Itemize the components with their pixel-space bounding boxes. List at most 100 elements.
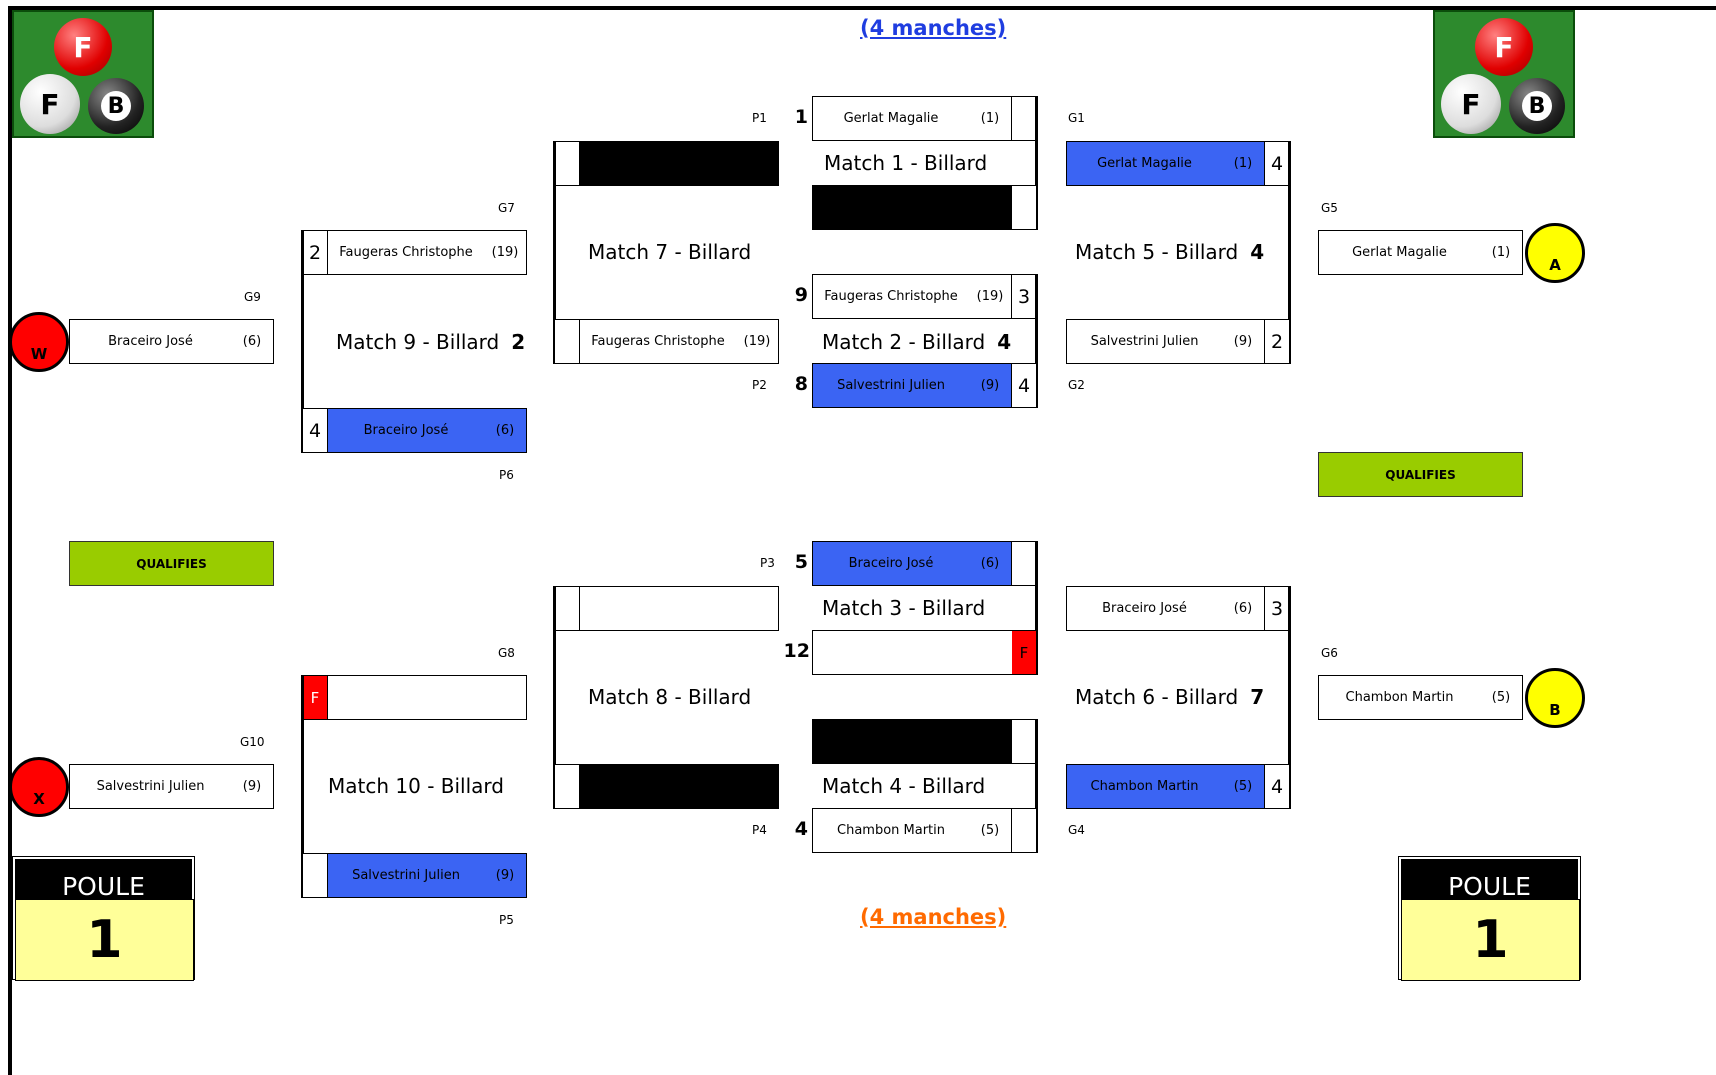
- player-seed: (5): [1222, 765, 1264, 808]
- m4-bracket-right: [1035, 719, 1038, 853]
- code-p4: P4: [752, 823, 767, 837]
- player-name: Salvestrini Julien: [96, 779, 205, 794]
- m10-player1[interactable]: F: [302, 675, 527, 720]
- empty-slot: [328, 676, 526, 719]
- player-name: Chambon Martin: [1345, 690, 1454, 705]
- score-cell: [555, 142, 580, 185]
- m1-label: Match 1 - Billard: [824, 151, 988, 175]
- m4-player1[interactable]: [812, 719, 1037, 764]
- code-g9: G9: [244, 290, 261, 304]
- score-cell: 4: [1264, 765, 1289, 808]
- code-p6: P6: [499, 468, 514, 482]
- marker-w: W: [9, 312, 69, 372]
- m7-player1[interactable]: [554, 141, 779, 186]
- player-seed: (19): [491, 245, 519, 260]
- poule-number: 1: [1401, 899, 1580, 981]
- player-seed: (1): [980, 111, 1000, 126]
- m5-player2[interactable]: Salvestrini Julien (9) 2: [1066, 319, 1290, 364]
- m2-p1-position: 9: [794, 284, 808, 306]
- player-seed: (5): [980, 823, 1000, 838]
- empty-slot: [813, 720, 1012, 763]
- m3-label: Match 3 - Billard: [822, 596, 986, 620]
- m6-bracket-right: [1288, 586, 1291, 809]
- empty-slot: [813, 631, 1012, 674]
- m10-label: Match 10 - Billard: [328, 774, 504, 798]
- result-g9[interactable]: Braceiro José (6): [69, 319, 274, 364]
- score-cell: 3: [1011, 275, 1036, 318]
- code-p5: P5: [499, 913, 514, 927]
- code-g4: G4: [1068, 823, 1085, 837]
- black-ball-icon: B: [88, 78, 144, 134]
- player-seed: (19): [976, 289, 1004, 304]
- poule-number: 1: [15, 899, 194, 981]
- m5-player1[interactable]: Gerlat Magalie (1) 4: [1066, 141, 1290, 186]
- manches-bottom[interactable]: (4 manches): [860, 905, 1007, 929]
- m1-p1-position: 1: [794, 106, 808, 128]
- black-ball-icon: B: [1509, 78, 1565, 134]
- m2-p2-position: 8: [794, 373, 808, 395]
- m10-player2[interactable]: Salvestrini Julien (9): [302, 853, 527, 898]
- code-g6: G6: [1321, 646, 1338, 660]
- m3-player2[interactable]: F: [812, 630, 1037, 675]
- result-g5[interactable]: Gerlat Magalie (1): [1318, 230, 1523, 275]
- result-g10[interactable]: Salvestrini Julien (9): [69, 764, 274, 809]
- m5-label: Match 5 - Billard 4: [1075, 240, 1264, 264]
- m3-bracket-right: [1035, 541, 1038, 675]
- empty-slot: [580, 142, 778, 185]
- score-cell: [303, 854, 328, 897]
- score-cell: [1012, 186, 1036, 229]
- poule-box-right: POULE 1: [1398, 856, 1581, 981]
- m4-player2[interactable]: Chambon Martin (5): [812, 808, 1037, 853]
- score-cell: 2: [303, 231, 328, 274]
- m6-player2[interactable]: Chambon Martin (5) 4: [1066, 764, 1290, 809]
- match-label: Match 6 - Billard: [1075, 685, 1239, 709]
- ffb-logo-right: F F B: [1433, 10, 1575, 138]
- m7-player2[interactable]: Faugeras Christophe (19): [554, 319, 779, 364]
- m1-player1[interactable]: Gerlat Magalie (1): [812, 96, 1037, 141]
- match-label: Match 5 - Billard: [1075, 240, 1239, 264]
- ffb-logo-left: F F B: [12, 10, 154, 138]
- m3-player1[interactable]: Braceiro José (6): [812, 541, 1037, 586]
- player-seed: (5): [1491, 690, 1511, 705]
- player-name: Salvestrini Julien: [1090, 334, 1199, 349]
- player-name: Chambon Martin: [837, 823, 945, 838]
- score-cell: 4: [1264, 142, 1289, 185]
- poule-label: POULE: [1401, 859, 1578, 901]
- code-p3: P3: [760, 556, 775, 570]
- manches-top[interactable]: (4 manches): [860, 16, 1007, 40]
- forfeit-flag: F: [303, 676, 328, 719]
- page-frame: [8, 6, 1716, 1075]
- m6-player1[interactable]: Braceiro José (6) 3: [1066, 586, 1290, 631]
- m2-player1[interactable]: Faugeras Christophe (19) 3: [812, 274, 1037, 319]
- m7-label: Match 7 - Billard: [588, 240, 752, 264]
- score-cell: [1011, 97, 1036, 140]
- m1-player2[interactable]: [812, 185, 1037, 230]
- code-g8: G8: [498, 646, 515, 660]
- m9-player1[interactable]: 2 Faugeras Christophe (19): [302, 230, 527, 275]
- player-seed: (6): [1233, 601, 1253, 616]
- m3-p1-position: 5: [794, 551, 808, 573]
- empty-slot: [580, 587, 778, 630]
- empty-slot: [813, 186, 1012, 229]
- m9-player2[interactable]: 4 Braceiro José (6): [302, 408, 527, 453]
- m10-bracket-left: [301, 675, 304, 898]
- match-score: 4: [1250, 240, 1265, 264]
- score-cell: 2: [1264, 320, 1289, 363]
- player-seed: (6): [484, 409, 526, 452]
- player-seed: (9): [969, 364, 1011, 407]
- player-name: Faugeras Christophe: [591, 334, 725, 349]
- result-g6[interactable]: Chambon Martin (5): [1318, 675, 1523, 720]
- m8-player1[interactable]: [554, 586, 779, 631]
- code-p1: P1: [752, 111, 767, 125]
- score-cell: 4: [303, 409, 328, 452]
- white-ball-icon: F: [20, 74, 80, 134]
- score-cell: [1012, 720, 1036, 763]
- m8-player2[interactable]: [554, 764, 779, 809]
- red-ball-icon: F: [54, 18, 112, 76]
- score-cell: 4: [1011, 364, 1036, 407]
- m2-player2[interactable]: Salvestrini Julien (9) 4: [812, 363, 1037, 408]
- code-p2: P2: [752, 378, 767, 392]
